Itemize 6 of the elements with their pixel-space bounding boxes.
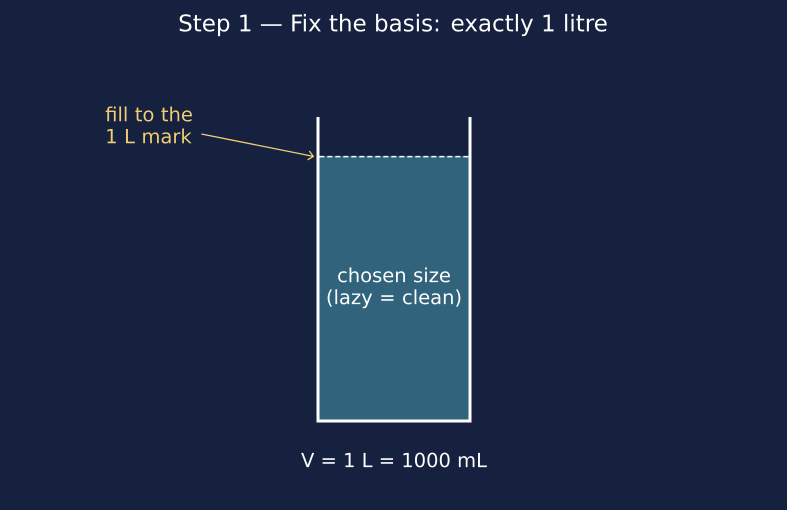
title: Step 1 — Fix the basis: exactly 1 litre xyxy=(180,14,607,36)
leader-arrow xyxy=(201,133,314,160)
liquid-fill: chosen size (lazy = clean) xyxy=(320,156,468,420)
dashed-fill-line xyxy=(319,156,469,158)
annotation: fill to the 1 L mark xyxy=(106,106,192,144)
volume-label: V = 1 L = 1000 mL xyxy=(301,452,487,468)
